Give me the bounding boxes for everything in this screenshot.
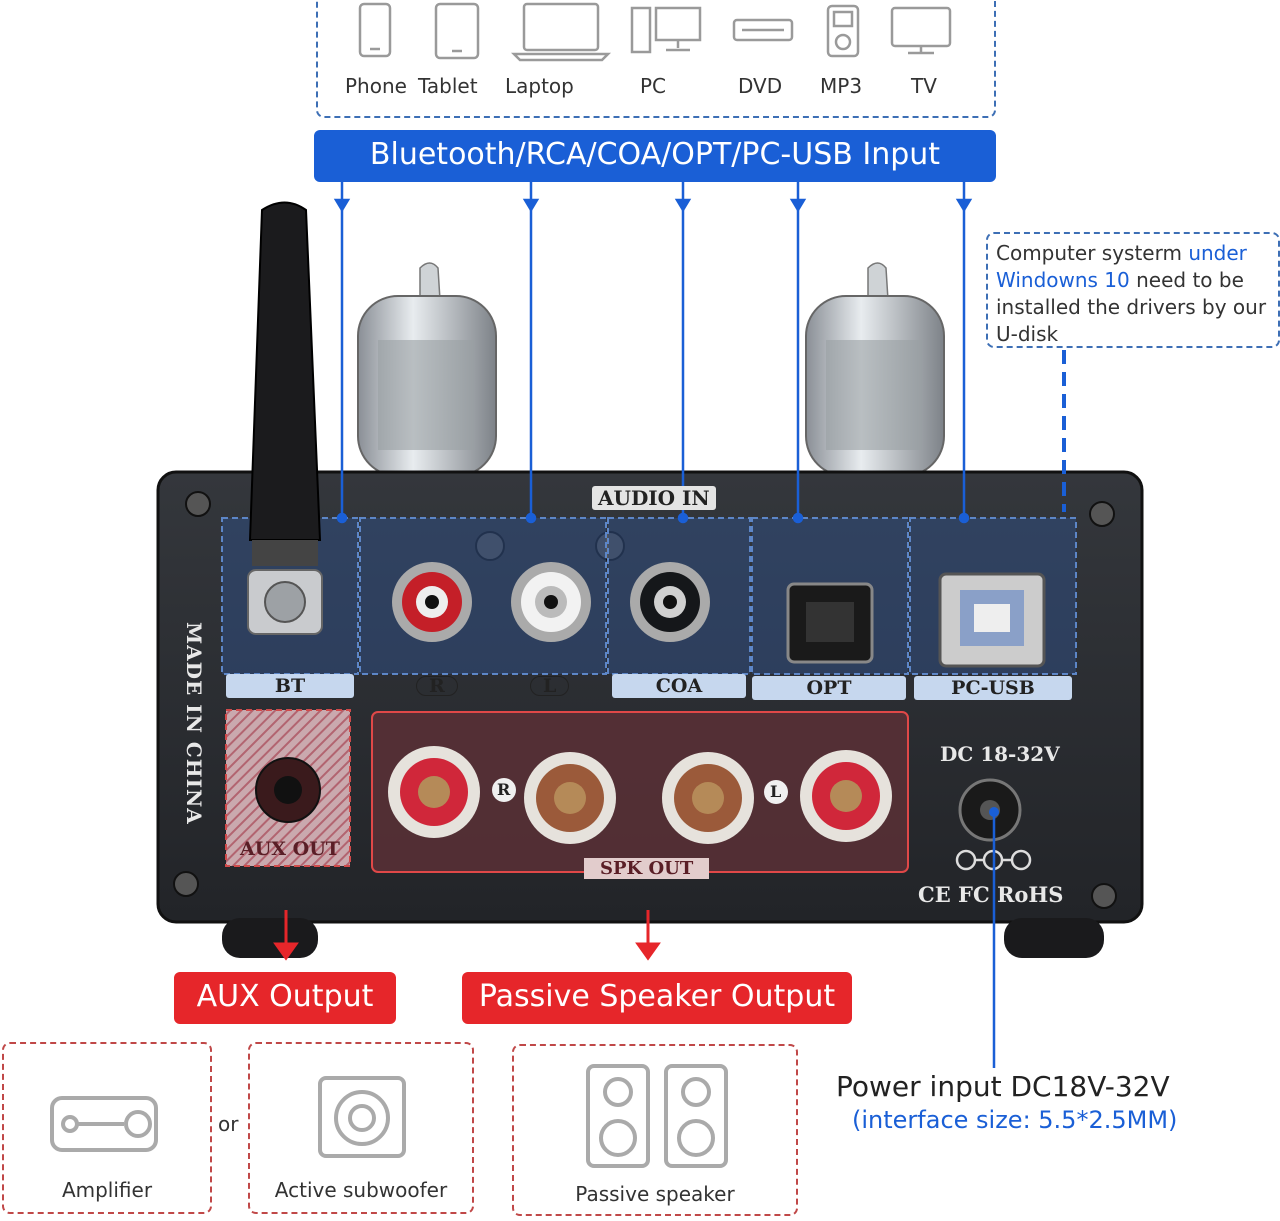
passive-speaker-box	[512, 1044, 798, 1216]
aux-out-label: AUX OUT	[240, 838, 340, 860]
driver-note-highlight: under Windowns 10	[996, 241, 1247, 292]
bt-antenna	[247, 201, 323, 635]
driver-note: Computer systerm under Windowns 10 need …	[996, 240, 1278, 348]
input-banner: Bluetooth/RCA/COA/OPT/PC-USB Input	[314, 130, 996, 182]
optical-port	[786, 582, 874, 664]
device-label-phone: Phone	[345, 74, 407, 98]
driver-note-part1: Computer systerm	[996, 241, 1189, 265]
power-input-title: Power input DC18V-32V	[836, 1070, 1170, 1103]
rca-jack-l	[511, 562, 591, 642]
port-label-opt: OPT	[752, 676, 906, 700]
device-label-laptop: Laptop	[505, 74, 574, 98]
mp3-icon	[826, 4, 860, 58]
made-in-china-label: MADE IN CHINA	[182, 622, 206, 825]
subwoofer-label: Active subwoofer	[274, 1178, 448, 1202]
source-icons	[358, 2, 952, 62]
amplifier-box	[2, 1042, 212, 1214]
port-label-rca-l: L	[530, 676, 570, 696]
amplifier-label: Amplifier	[61, 1178, 153, 1202]
output-icons	[50, 1064, 728, 1168]
laptop-icon	[510, 2, 612, 62]
port-label-coa: COA	[612, 674, 746, 698]
passive-speaker-output-banner: Passive Speaker Output	[462, 972, 852, 1024]
usb-b-port	[938, 572, 1046, 668]
coax-jack	[630, 562, 710, 642]
phone-icon	[358, 2, 392, 58]
amplifier-icon	[50, 1096, 158, 1152]
subwoofer-icon	[318, 1076, 406, 1158]
aux-out-jack	[255, 757, 321, 823]
vacuum-tube-right	[805, 262, 945, 477]
passive-speaker-icon	[586, 1064, 728, 1168]
port-label-rca-r: R	[416, 676, 458, 696]
source-devices-box	[316, 0, 996, 118]
port-label-pcusb: PC-USB	[914, 676, 1072, 700]
port-label-bt: BT	[226, 674, 354, 698]
audio-in-label: AUDIO IN	[592, 486, 716, 510]
driver-note-part3: need to be installed the drivers by our …	[996, 268, 1267, 346]
driver-note-box	[986, 232, 1280, 348]
aux-output-banner: AUX Output	[174, 972, 396, 1024]
spk-r-label: R	[497, 780, 511, 799]
spk-l-label: L	[770, 782, 782, 801]
certification-label: CE FC RoHS	[918, 882, 1064, 907]
speaker-terminals	[388, 746, 892, 844]
device-label-tablet: Tablet	[418, 74, 478, 98]
device-label-tv: TV	[911, 74, 937, 98]
spk-out-label: SPK OUT	[584, 858, 710, 879]
vacuum-tube-left	[357, 262, 497, 477]
device-label-mp3: MP3	[820, 74, 863, 98]
dvd-icon	[732, 18, 794, 42]
passive-speaker-label: Passive speaker	[575, 1182, 735, 1206]
power-interface-size: (interface size: 5.5*2.5MM)	[852, 1106, 1178, 1134]
dc-voltage-label: DC 18-32V	[940, 742, 1060, 766]
subwoofer-box	[248, 1042, 474, 1214]
pc-icon	[630, 6, 702, 54]
or-label: or	[218, 1112, 239, 1136]
tablet-icon	[434, 2, 480, 60]
rca-jack-r	[392, 562, 472, 642]
device-label-dvd: DVD	[738, 74, 783, 98]
device-label-pc: PC	[640, 74, 667, 98]
tv-icon	[890, 6, 952, 55]
